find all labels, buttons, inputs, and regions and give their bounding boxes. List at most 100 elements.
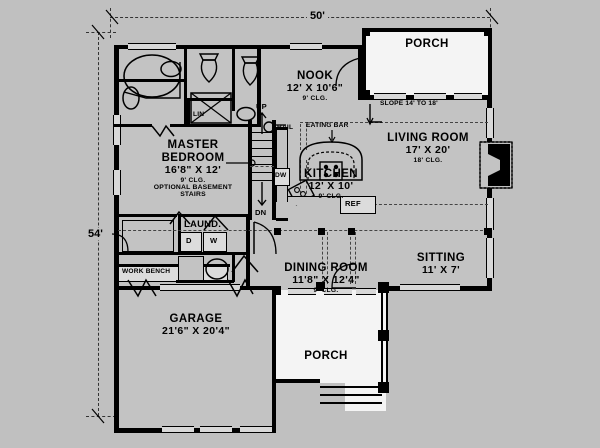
master-closet-outline <box>122 220 174 252</box>
living-room-name: LIVING ROOM <box>387 132 469 144</box>
wall-porch-top-edge <box>362 28 492 32</box>
washer-label: W <box>210 236 218 245</box>
sitting-name: SITTING <box>416 252 466 264</box>
wall-exterior-right <box>487 95 492 290</box>
refrigerator-label: REF <box>345 199 361 208</box>
counter-kitchen-left <box>276 130 288 202</box>
sink-master-icon <box>160 60 182 78</box>
porch-top-name: PORCH <box>405 38 449 50</box>
porch-bottom-rail-top-3 <box>356 288 376 295</box>
sink-master-2-icon <box>122 86 140 110</box>
dimension-extension-left-top2 <box>86 32 116 33</box>
wall-laundry-top <box>178 214 250 217</box>
dining-room-ceiling: 9' CLG. <box>313 286 339 294</box>
porch-bottom-rail-top-1 <box>288 288 316 295</box>
column-living-left-b <box>306 124 307 150</box>
living-room-dimensions: 17' X 20' <box>405 143 451 156</box>
garage-service-door-2-icon <box>227 278 254 298</box>
dimension-line-left <box>98 32 99 416</box>
wall-hall-vert <box>257 49 261 127</box>
wall-bath-bottom-2 <box>170 124 260 127</box>
living-room-ceiling: 18' CLG. <box>413 156 443 164</box>
porch-rail-2 <box>414 93 446 100</box>
column-living-left-a <box>300 124 301 150</box>
door-master-closet-icon <box>169 210 191 225</box>
eating-bar-leader-icon <box>328 130 336 144</box>
room-label-sitting: SITTING 11' X 7' <box>400 252 482 277</box>
porch-rail-1 <box>374 93 406 100</box>
window-sitting-right <box>486 238 494 278</box>
door-laundry-icon <box>203 214 229 231</box>
dimension-arrow-left-bottom <box>91 408 105 424</box>
stair-tread-6 <box>252 172 272 174</box>
dryer-box <box>180 232 202 252</box>
master-bedroom-name2: BEDROOM <box>161 151 225 164</box>
window-master-left-2 <box>113 170 121 195</box>
eating-bar-label: EATING BAR <box>306 122 349 129</box>
garage-dimensions: 21'6" X 20'4" <box>161 324 231 337</box>
refrigerator-box <box>340 196 376 214</box>
overall-depth-label: 54' <box>85 228 106 240</box>
stairs-up-label: UP <box>256 102 267 111</box>
master-bedroom-note1: OPTIONAL BASEMENT <box>153 183 233 191</box>
wall-workbench-top <box>114 264 230 267</box>
room-fill-porch-top <box>362 28 492 98</box>
window-master-left-1 <box>113 115 121 145</box>
porch-bottom-post-2 <box>378 282 389 293</box>
post-mid-1 <box>274 228 281 235</box>
dining-left-door-icon <box>111 233 129 253</box>
stair-tread-3 <box>252 148 272 150</box>
dimension-line-top <box>110 17 490 18</box>
porch-rail-3 <box>454 93 482 100</box>
wall-kitchen-top <box>276 127 288 130</box>
mudroom-sink-icon <box>205 258 229 280</box>
stair-up-arrow-icon <box>257 111 267 134</box>
work-bench-label: WORK BENCH <box>122 268 171 275</box>
dining-room-name: DINING ROOM <box>284 262 368 274</box>
window-garage-bottom-1 <box>162 426 194 433</box>
porch-top-post-3 <box>362 90 370 98</box>
dimension-arrow-top-left <box>105 9 119 25</box>
wall-laundry-left <box>178 214 181 254</box>
nook-name: NOOK <box>296 70 334 82</box>
door-master-bath-icon <box>151 124 175 138</box>
kitchen-name: KITCHEN <box>304 168 358 180</box>
wall-exterior-left <box>114 45 119 432</box>
window-sitting-bottom <box>400 284 460 291</box>
dimension-arrow-left-top <box>91 24 105 40</box>
dining-room-dimensions: 11'8" X 12'4" <box>292 273 360 286</box>
wall-kitchen-bottom-2 <box>276 218 288 221</box>
porch-bottom-rail-right-b <box>386 292 388 388</box>
dimension-extension-left-top <box>110 8 111 38</box>
master-bedroom-ceiling: 9' CLG. <box>180 176 206 184</box>
wall-bath-vert-3 <box>184 79 187 125</box>
room-label-master-bedroom: MASTER BEDROOM 16'8" X 12' 9' CLG. OPTIO… <box>132 139 254 199</box>
wall-stair-left <box>248 120 252 220</box>
wall-bath-vert-1 <box>184 49 187 79</box>
column-sitting-left-a <box>350 232 351 284</box>
dining-exterior-door-icon <box>331 263 357 289</box>
post-mid-3 <box>348 228 355 235</box>
sink-hall-icon <box>236 106 256 122</box>
mudroom-fixture-box <box>178 256 204 282</box>
porch-bottom-post-4 <box>378 382 389 393</box>
stair-tread-4 <box>252 156 272 158</box>
eating-bar-island-icon <box>299 141 363 181</box>
post-mid-4 <box>484 228 492 235</box>
door-mud-icon <box>231 254 259 273</box>
beam-line-mid <box>118 230 488 231</box>
wall-exterior-bottom-garage <box>114 428 276 433</box>
wall-porch-right-edge <box>488 28 492 98</box>
room-label-kitchen: KITCHEN 12' X 10' 9' CLG. <box>288 168 374 200</box>
window-dining-bottom <box>160 284 240 291</box>
column-kitchen-right-a <box>300 160 301 204</box>
wall-bath-vert-2 <box>232 49 235 111</box>
wall-exterior-top-left <box>114 45 362 49</box>
window-garage-bottom-3 <box>240 426 272 433</box>
porch-bottom-post-3 <box>378 330 389 341</box>
dryer-label: D <box>186 236 192 245</box>
stairs-down-label: DN <box>255 208 267 217</box>
laundry-label: LAUND. <box>184 219 222 230</box>
column-sitting-left-b <box>355 232 356 284</box>
